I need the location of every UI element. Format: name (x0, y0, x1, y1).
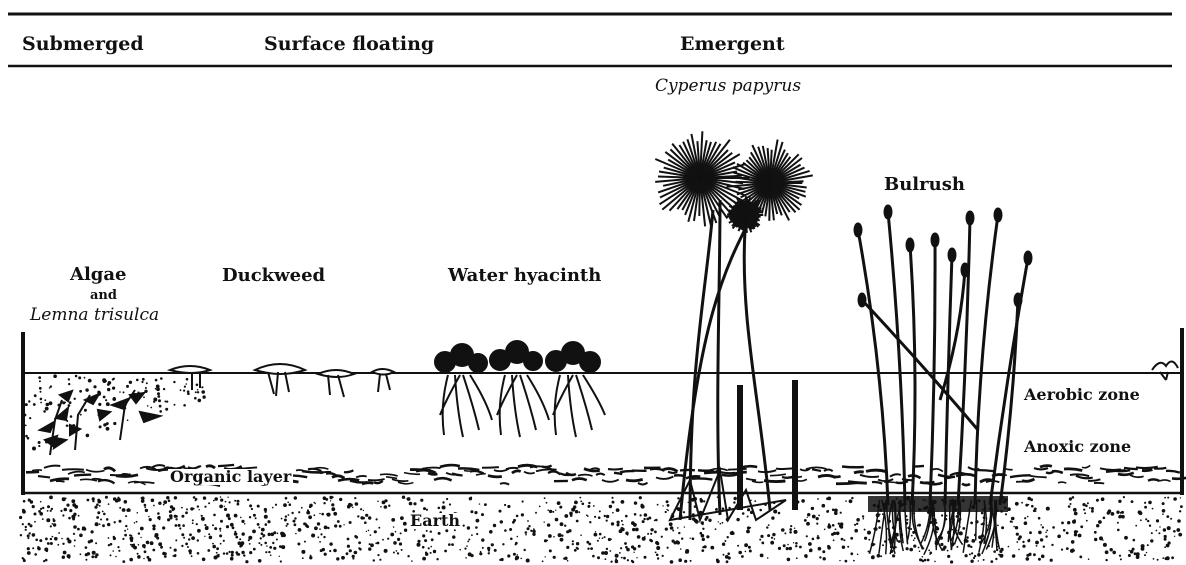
label-water-hyacinth: Water hyacinth (448, 267, 601, 285)
label-cyperus-papyrus: Cyperus papyrus (655, 78, 801, 95)
label-bulrush: Bulrush (884, 176, 965, 194)
cyperus-papyrus-plant (655, 131, 813, 520)
edge-grass (1152, 361, 1178, 380)
label-aerobic-zone: Aerobic zone (1022, 387, 1142, 403)
header-surface-floating: Surface floating (264, 35, 434, 54)
label-lemna-trisulca: Lemna trisulca (30, 307, 159, 324)
algae-plants (40, 390, 160, 455)
label-anoxic-zone: Anoxic zone (1022, 439, 1133, 455)
bulrush-plant (855, 206, 1031, 505)
label-algae: Algae (70, 266, 127, 284)
label-and: and (90, 289, 117, 302)
earth-stipple (19, 496, 1183, 564)
header-emergent: Emergent (680, 35, 785, 54)
water-hyacinth-plants (435, 341, 605, 437)
label-earth: Earth (408, 513, 462, 529)
bulrush-roots (868, 496, 1008, 555)
label-organic-layer: Organic layer (168, 469, 293, 485)
label-duckweed: Duckweed (222, 267, 325, 285)
header-submerged: Submerged (22, 35, 144, 54)
